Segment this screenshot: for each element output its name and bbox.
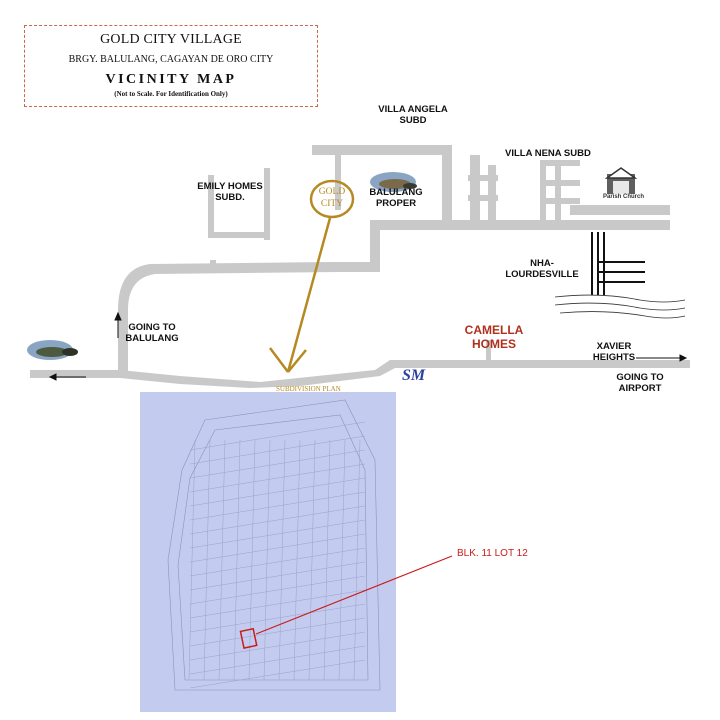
landmark-image-balulang-proper bbox=[370, 172, 417, 192]
label-going-to-airport-line1: GOING TO bbox=[616, 372, 664, 383]
label-gold-city-line2: CITY bbox=[320, 199, 344, 209]
label-nha-line1: NHA- bbox=[530, 258, 554, 269]
label-villa-angela: VILLA ANGELA SUBD bbox=[372, 104, 454, 126]
village-address: BRGY. BALULANG, CAGAYAN DE ORO CITY bbox=[68, 54, 274, 65]
label-parish-church: Parish Church bbox=[603, 194, 645, 200]
plan-grid-line bbox=[189, 533, 366, 563]
plan-grid-line bbox=[189, 449, 366, 479]
plan-grid-line bbox=[189, 589, 366, 619]
label-going-to-balulang-line2: BALULANG bbox=[125, 333, 179, 344]
label-camella-line2: HOMES bbox=[471, 337, 516, 351]
map-title-box: GOLD CITY VILLAGE BRGY. BALULANG, CAGAYA… bbox=[24, 25, 318, 107]
plan-grid-line bbox=[263, 439, 271, 681]
plan-grid-line bbox=[218, 439, 226, 681]
plan-grid-line bbox=[189, 421, 366, 451]
label-balulang-proper-line2: PROPER bbox=[375, 198, 417, 209]
label-xavier-heights: XAVIER HEIGHTS bbox=[584, 341, 644, 363]
label-going-to-balulang-line1: GOING TO bbox=[128, 322, 176, 333]
plan-grid-line bbox=[188, 439, 196, 681]
direction-arrows bbox=[48, 311, 688, 381]
subdivision-plan-image bbox=[140, 392, 396, 712]
label-villa-nena: VILLA NENA SUBD bbox=[505, 148, 591, 159]
label-sm-logo: SM bbox=[402, 367, 426, 384]
label-nha-line2: LOURDESVILLE bbox=[505, 269, 579, 280]
plan-grid-line bbox=[189, 561, 366, 591]
plan-grid-line bbox=[338, 439, 346, 681]
map-title: VICINITY MAP bbox=[105, 72, 237, 87]
label-subdivision-plan: SUBDIVISION PLAN bbox=[276, 385, 341, 393]
label-villa-angela-line1: VILLA ANGELA bbox=[378, 104, 448, 115]
plan-grid-line bbox=[189, 519, 366, 549]
lot-pointer-line bbox=[255, 555, 453, 635]
balulang-road bbox=[118, 262, 372, 372]
plan-grid-line bbox=[233, 439, 241, 681]
lot-marker bbox=[239, 627, 258, 649]
plan-grid-line bbox=[248, 439, 256, 681]
plan-grid-line bbox=[189, 603, 366, 633]
sm-logo bbox=[400, 368, 430, 386]
label-gold-city: GOLD CITY bbox=[314, 186, 350, 210]
church-icon bbox=[604, 167, 638, 194]
plan-grid-line bbox=[189, 575, 366, 605]
gold-city-marker bbox=[269, 179, 355, 373]
plan-grid-line bbox=[189, 435, 366, 465]
plan-grid-line bbox=[189, 463, 366, 493]
label-lot: BLK. 11 LOT 12 bbox=[457, 548, 528, 559]
plan-grid-line bbox=[189, 659, 366, 689]
plan-grid-line bbox=[189, 477, 366, 507]
label-villa-angela-line2: SUBD bbox=[399, 115, 427, 126]
nha-streets bbox=[591, 232, 645, 295]
river bbox=[554, 294, 686, 319]
label-going-to-balulang: GOING TO BALULANG bbox=[112, 322, 192, 344]
label-going-to-airport-line2: AIRPORT bbox=[618, 383, 662, 394]
main-road bbox=[30, 360, 690, 388]
label-camella-line1: CAMELLA bbox=[464, 323, 524, 337]
label-going-to-airport: GOING TO AIRPORT bbox=[606, 372, 674, 394]
plan-grid-line bbox=[189, 491, 366, 521]
label-xavier-line2: HEIGHTS bbox=[592, 352, 636, 363]
landmark-image-balulang bbox=[27, 340, 78, 360]
plan-grid-line bbox=[189, 631, 366, 661]
plan-grid-line bbox=[189, 505, 366, 535]
roads bbox=[30, 145, 690, 388]
label-xavier-line1: XAVIER bbox=[596, 341, 632, 352]
plan-grid-line bbox=[353, 439, 361, 681]
plan-grid-line bbox=[308, 439, 316, 681]
plan-grid-line bbox=[189, 617, 366, 647]
label-emily-homes: EMILY HOMES SUBD. bbox=[186, 181, 274, 203]
label-camella-homes: CAMELLA HOMES bbox=[452, 323, 536, 351]
plan-grid-line bbox=[323, 439, 331, 681]
plan-grid-line bbox=[189, 547, 366, 577]
label-nha-lourdesville: NHA- LOURDESVILLE bbox=[497, 258, 587, 280]
map-note: (Not to Scale. For Identification Only) bbox=[114, 90, 228, 98]
label-gold-city-line1: GOLD bbox=[318, 187, 346, 197]
upper-road bbox=[370, 220, 670, 230]
label-balulang-proper-line1: BALULANG bbox=[369, 187, 423, 198]
label-emily-homes-line1: EMILY HOMES bbox=[197, 181, 263, 192]
plan-grid-line bbox=[293, 439, 301, 681]
label-emily-homes-line2: SUBD. bbox=[215, 192, 245, 203]
label-balulang-proper: BALULANG PROPER bbox=[360, 187, 432, 209]
plan-grid-line bbox=[278, 439, 286, 681]
plan-grid-line bbox=[203, 439, 211, 681]
village-title: GOLD CITY VILLAGE bbox=[100, 32, 242, 47]
